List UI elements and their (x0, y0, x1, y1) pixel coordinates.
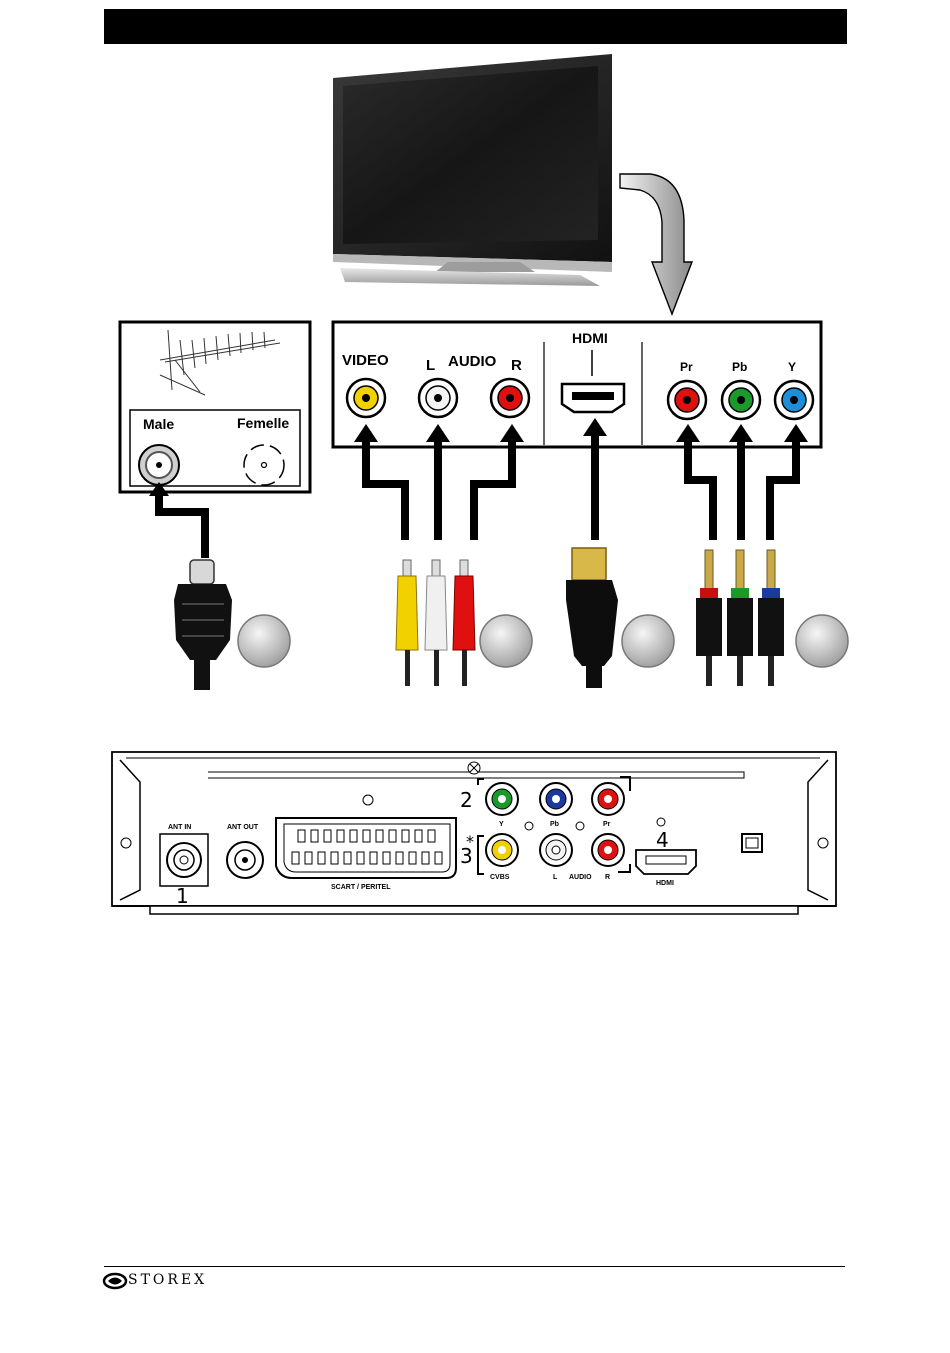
component-plugs-icon (696, 550, 784, 686)
scart-pin (428, 830, 435, 842)
receiver-rear-panel (112, 752, 836, 914)
male-label: Male (143, 416, 174, 432)
y-jack-icon (775, 381, 813, 419)
recv-number-2: 2 (460, 790, 473, 810)
recv-r-label: R (605, 874, 610, 881)
scart-pin (357, 852, 364, 864)
scart-pin (337, 830, 344, 842)
wall-antenna-panel (120, 322, 310, 492)
recv-ant-in-label: ANT IN (168, 824, 191, 831)
scart-pin (324, 830, 331, 842)
scart-pin (298, 830, 305, 842)
option-circle-1 (238, 615, 290, 667)
scart-pin (409, 852, 416, 864)
option-circle-2 (480, 615, 532, 667)
y-label: Y (788, 360, 796, 374)
scart-pin (311, 830, 318, 842)
recv-y-label: Y (499, 821, 504, 828)
scart-pin (331, 852, 338, 864)
hdmi-plug-icon (566, 548, 618, 688)
option-circles (238, 615, 848, 667)
recv-audio-label: AUDIO (569, 874, 592, 881)
composite-plugs-icon (396, 560, 475, 686)
audio-label: AUDIO (448, 353, 496, 370)
audio-r-jack-icon (491, 379, 529, 417)
audio-l-jack-icon (419, 379, 457, 417)
pb-jack-icon (722, 381, 760, 419)
recv-hdmi-label: HDMI (656, 880, 674, 887)
scart-pin (415, 830, 422, 842)
pr-jack-icon (668, 381, 706, 419)
video-jack-icon (347, 379, 385, 417)
scart-pin (396, 852, 403, 864)
scart-pin (422, 852, 429, 864)
pb-label: Pb (732, 360, 747, 374)
recv-l-label: L (553, 874, 557, 881)
recv-number-1: 1 (176, 886, 189, 906)
pr-label: Pr (680, 360, 693, 374)
recv-cvbs-label: CVBS (490, 874, 509, 881)
hdmi-port-icon (562, 384, 624, 412)
scart-pin (376, 830, 383, 842)
tv-arrow (620, 174, 692, 314)
hdmi-label: HDMI (572, 330, 608, 346)
recv-pr-label: Pr (603, 821, 610, 828)
female-label: Femelle (237, 415, 289, 431)
scart-pin (370, 852, 377, 864)
recv-scart-label: SCART / PERITEL (331, 884, 391, 891)
scart-pin (344, 852, 351, 864)
video-label: VIDEO (342, 352, 389, 369)
scart-pin (389, 830, 396, 842)
recv-number-4: 4 (656, 830, 669, 850)
option-circle-4 (796, 615, 848, 667)
scart-pin (350, 830, 357, 842)
footer-brand: STOREX (128, 1272, 207, 1288)
option-circle-3 (622, 615, 674, 667)
recv-star: * (466, 834, 474, 850)
scart-pin (318, 852, 325, 864)
scart-pin (305, 852, 312, 864)
recv-ant-out-label: ANT OUT (227, 824, 258, 831)
coax-plug-icon (174, 560, 232, 690)
footer-line (104, 1266, 845, 1267)
scart-pin (435, 852, 442, 864)
scart-pin (402, 830, 409, 842)
tv-illustration (333, 54, 612, 286)
scart-pin (383, 852, 390, 864)
audio-l-label: L (426, 357, 435, 374)
recv-pb-label: Pb (550, 821, 559, 828)
audio-r-label: R (511, 357, 522, 374)
storex-logo-icon (102, 1272, 128, 1290)
scart-pin (292, 852, 299, 864)
scart-pin (363, 830, 370, 842)
